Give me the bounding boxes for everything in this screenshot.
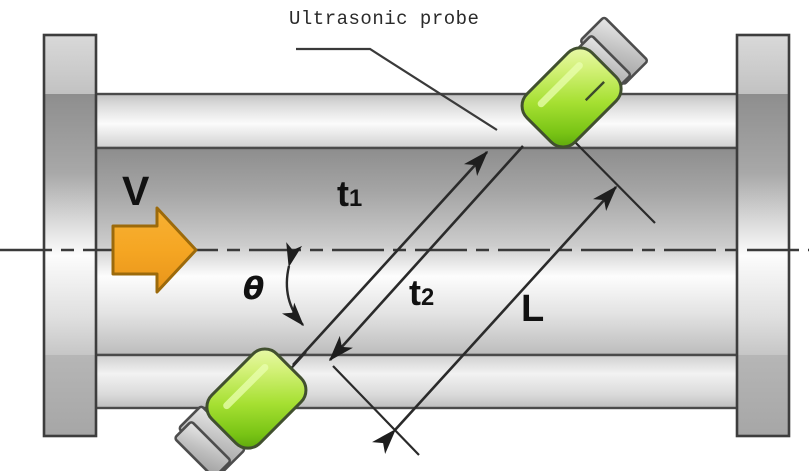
upstream-ultrasonic-probe[interactable] xyxy=(515,16,652,154)
left-flange xyxy=(42,33,98,438)
probe-cap-inner-b xyxy=(174,421,232,471)
bottom-pipe-wall xyxy=(46,353,763,410)
t2-base: t xyxy=(409,272,421,313)
right-flange xyxy=(735,33,791,438)
path-length-label: L xyxy=(521,288,545,330)
probe-seam xyxy=(584,81,605,102)
transit-time-2-label: t2 xyxy=(409,272,434,314)
probe-highlight-b xyxy=(223,363,269,410)
probe-callout-label: Ultrasonic probe xyxy=(289,8,480,30)
probe-callout-leader xyxy=(296,47,498,131)
angle-label: θ xyxy=(243,271,265,307)
dimension-witness-top xyxy=(567,134,656,224)
angle-arc xyxy=(281,242,304,327)
probe-highlight xyxy=(537,62,583,108)
probe-body xyxy=(520,46,623,149)
velocity-label: V xyxy=(122,168,150,214)
t2-subscript: 2 xyxy=(421,284,435,311)
t1-subscript: 1 xyxy=(349,185,363,212)
probe-body-b xyxy=(205,347,308,450)
dimension-line-l xyxy=(372,185,618,455)
transit-time-1-label: t1 xyxy=(337,173,362,215)
downstream-ultrasonic-probe[interactable] xyxy=(172,342,313,471)
t1-base: t xyxy=(337,173,349,214)
top-pipe-wall xyxy=(46,92,763,150)
flow-direction-arrow xyxy=(111,206,198,294)
